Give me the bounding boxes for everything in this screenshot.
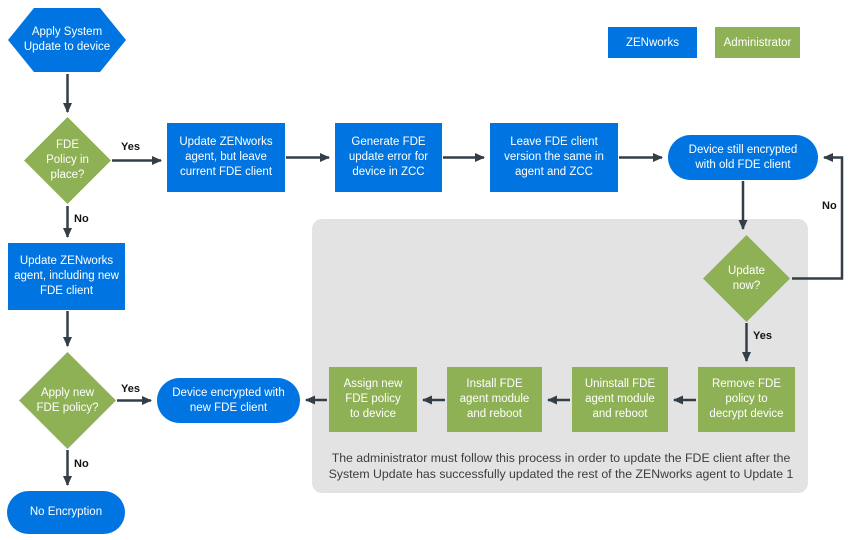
node-update-agent-keep-fde-label: Update ZENworks agent, but leave current…: [179, 136, 273, 178]
legend-zenworks: ZENworks: [608, 27, 697, 58]
node-fde-policy-in-place-label: FDE Policy in place?: [46, 139, 89, 181]
node-leave-fde-version: Leave FDE client version the same in age…: [490, 123, 618, 192]
node-fde-policy-in-place: FDE Policy in place?: [24, 117, 111, 204]
node-leave-fde-version-label: Leave FDE client version the same in age…: [504, 136, 604, 178]
node-install-fde-agent: Install FDE agent module and reboot: [447, 367, 542, 432]
node-no-encryption-label: No Encryption: [29, 506, 103, 519]
node-update-agent-new-fde: Update ZENworks agent, including new FDE…: [8, 243, 125, 310]
legend-zenworks-label: ZENworks: [625, 36, 680, 49]
node-device-still-encrypted: Device still encrypted with old FDE clie…: [668, 135, 818, 180]
edge-label-apply-new-yes: Yes: [121, 383, 140, 395]
legend-administrator-label: Administrator: [723, 36, 792, 49]
edge-label-update-now-no: No: [822, 200, 837, 212]
node-assign-new-fde-policy: Assign new FDE policy to device: [329, 367, 417, 432]
node-install-fde-agent-label: Install FDE agent module and reboot: [459, 378, 530, 420]
admin-process-note: The administrator must follow this proce…: [328, 451, 794, 482]
edge-label-policy-no: No: [74, 213, 89, 225]
node-apply-new-fde-policy: Apply new FDE policy?: [19, 352, 116, 449]
node-update-agent-keep-fde: Update ZENworks agent, but leave current…: [167, 123, 285, 192]
node-update-agent-new-fde-label: Update ZENworks agent, including new FDE…: [14, 255, 119, 297]
node-device-encrypted-new: Device encrypted with new FDE client: [157, 378, 300, 423]
edge-label-update-now-yes: Yes: [753, 330, 772, 342]
node-device-encrypted-new-label: Device encrypted with new FDE client: [172, 386, 285, 414]
node-apply-new-fde-policy-label: Apply new FDE policy?: [36, 386, 99, 414]
legend-administrator: Administrator: [715, 27, 800, 58]
node-uninstall-fde-agent-label: Uninstall FDE agent module and reboot: [584, 378, 656, 420]
node-generate-fde-error: Generate FDE update error for device in …: [335, 123, 442, 192]
edge-label-policy-yes: Yes: [121, 141, 140, 153]
node-remove-fde-policy: Remove FDE policy to decrypt device: [698, 367, 795, 432]
node-generate-fde-error-label: Generate FDE update error for device in …: [348, 136, 429, 178]
edge-label-apply-new-no: No: [74, 458, 89, 470]
node-assign-new-fde-policy-label: Assign new FDE policy to device: [343, 378, 403, 420]
node-apply-system-update-label: Apply System Update to device: [23, 26, 111, 53]
node-remove-fde-policy-label: Remove FDE policy to decrypt device: [709, 378, 784, 420]
node-uninstall-fde-agent: Uninstall FDE agent module and reboot: [572, 367, 668, 432]
node-apply-system-update: Apply System Update to device: [8, 8, 126, 72]
node-update-now-label: Update now?: [727, 264, 766, 292]
node-no-encryption: No Encryption: [7, 491, 125, 534]
node-device-still-encrypted-label: Device still encrypted with old FDE clie…: [688, 143, 798, 171]
